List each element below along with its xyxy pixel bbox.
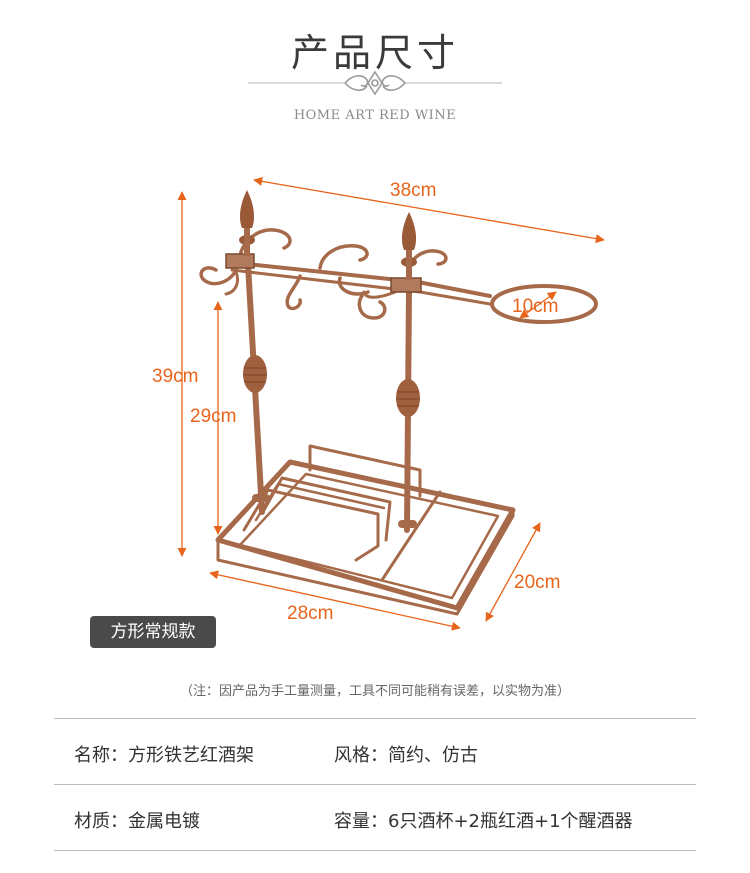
spec-label: 容量： <box>334 811 388 832</box>
spec-capacity: 容量：6只酒杯+2瓶红酒+1个醒酒器 <box>334 807 633 833</box>
spec-value: 6只酒杯+2瓶红酒+1个醒酒器 <box>388 811 633 832</box>
spec-material: 材质：金属电镀 <box>74 807 200 833</box>
spec-style: 风格：简约、仿古 <box>334 741 478 767</box>
length-dimension-label: 38cm <box>390 180 437 201</box>
spec-divider <box>54 718 696 719</box>
depth-dimension-label: 20cm <box>514 572 561 593</box>
post-height-dimension-label: 29cm <box>190 406 237 427</box>
spec-label: 材质： <box>74 811 128 832</box>
spec-value: 简约、仿古 <box>388 745 478 766</box>
page-title: 产品尺寸 <box>290 31 459 75</box>
ring-dimension-line <box>519 291 557 319</box>
spec-label: 名称： <box>74 745 128 766</box>
variant-badge: 方形常规款 <box>90 616 216 648</box>
base-dimension-line <box>209 570 461 631</box>
ornament-divider-icon <box>248 70 502 96</box>
base-width-dimension-label: 28cm <box>287 603 334 624</box>
ring-dimension-label: 10cm <box>512 296 559 317</box>
spec-value: 方形铁艺红酒架 <box>128 745 254 766</box>
page-subtitle: HOME ART RED WINE <box>293 108 457 123</box>
spec-divider <box>54 784 696 785</box>
length-dimension-line <box>253 176 605 244</box>
spec-name: 名称：方形铁艺红酒架 <box>74 741 254 767</box>
spec-value: 金属电镀 <box>128 811 200 832</box>
height-dimension-label: 39cm <box>152 366 199 387</box>
spec-divider <box>54 850 696 851</box>
depth-dimension-line <box>485 522 541 622</box>
spec-label: 风格： <box>334 745 388 766</box>
measurement-note: （注：因产品为手工量测量，工具不同可能稍有误差，以实物为准） <box>179 684 570 699</box>
